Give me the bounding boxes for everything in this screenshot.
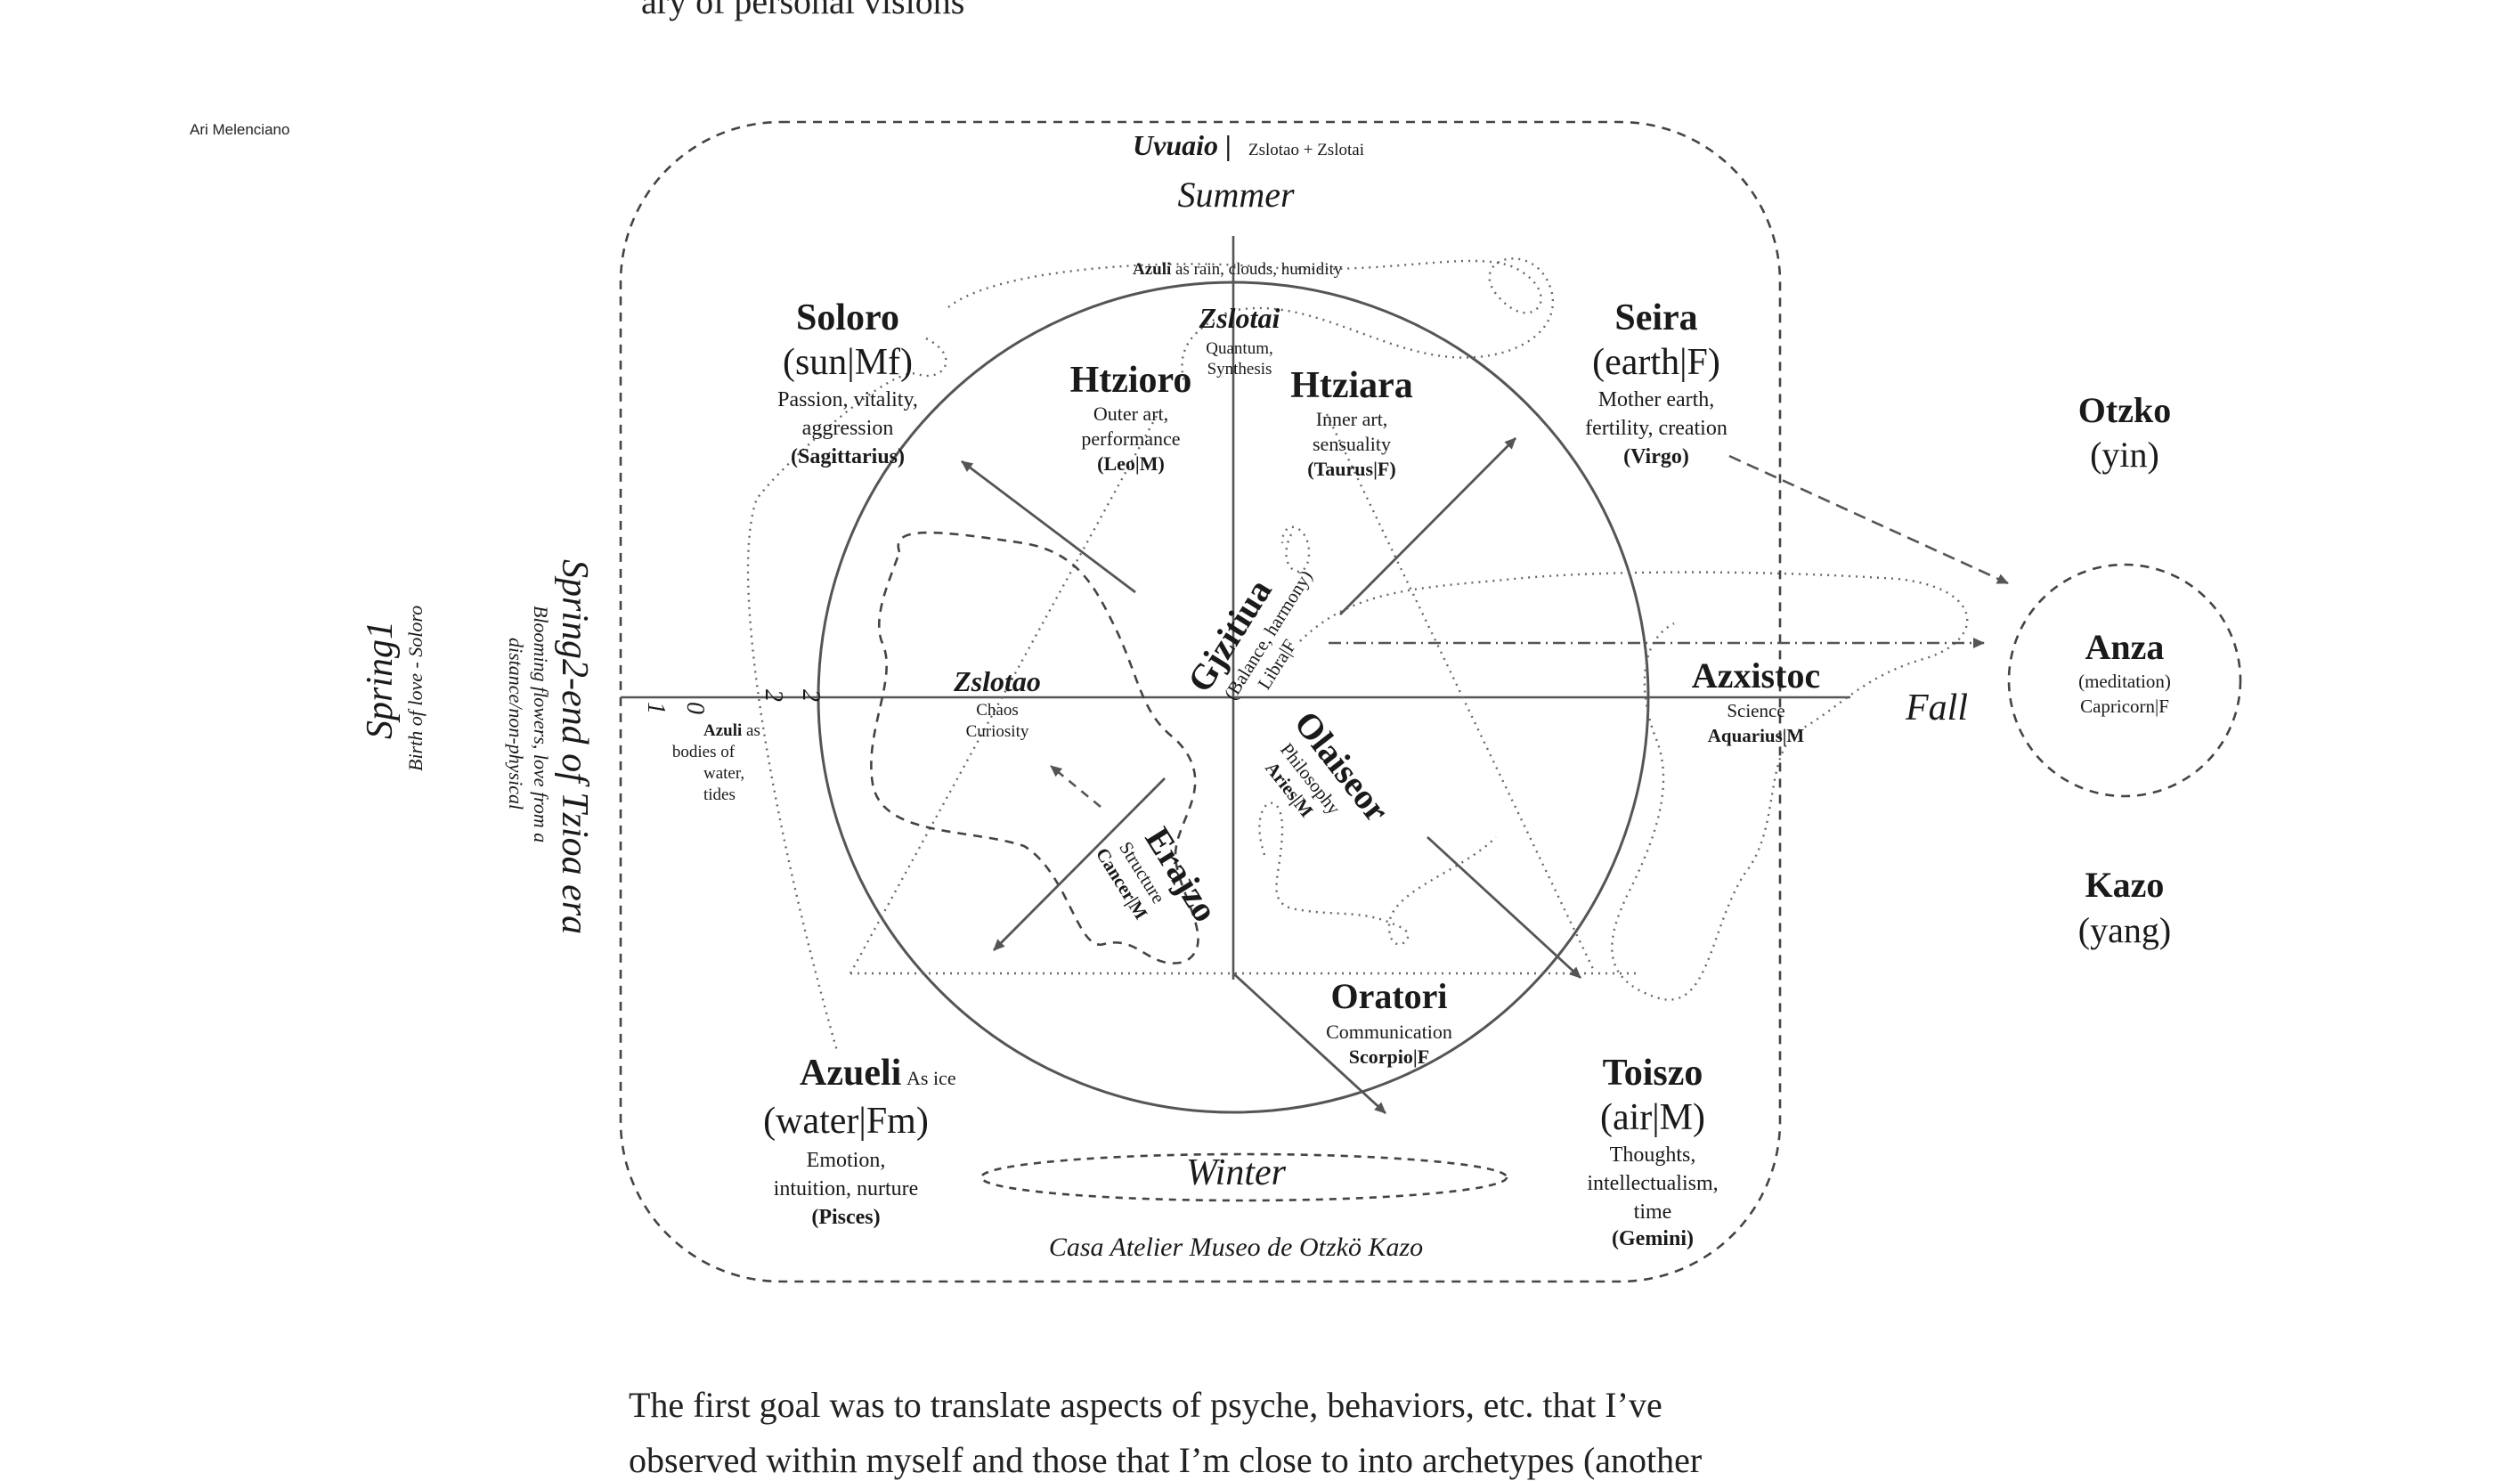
seira-name: Seira — [1614, 297, 1697, 338]
toiszo-desc1: Thoughts, — [1610, 1143, 1696, 1167]
season-winter: Winter — [1186, 1152, 1287, 1193]
oratori-desc: Communication — [1326, 1021, 1452, 1043]
outer-frame — [619, 120, 1782, 1283]
spring1-sub: Birth of love - Soloro — [404, 606, 427, 771]
azuli-top: Azuli as rain, clouds, humidity — [1133, 260, 1343, 279]
zslotao-desc1: Chaos — [976, 701, 1019, 720]
toiszo-desc3: time — [1634, 1200, 1672, 1224]
azuli-left-l2: bodies of — [672, 743, 736, 761]
zslotai-desc1: Quantum, — [1206, 339, 1272, 358]
season-fall: Fall — [1905, 688, 1968, 728]
azueli-name: Azueli — [800, 1053, 902, 1094]
zslotao-name: Zslotao — [953, 665, 1041, 697]
otzko-name: Otzko — [2078, 390, 2171, 430]
anza-desc1: (meditation) — [2078, 671, 2171, 692]
spring2-sub2: distance/non-physical — [505, 638, 527, 810]
seira-desc1: Mother earth, — [1598, 388, 1715, 411]
arrow-htziara — [1339, 437, 1516, 615]
arrow-oratori — [1232, 972, 1386, 1115]
left-letter-1: 1 — [642, 702, 670, 714]
zslotao-desc2: Curiosity — [966, 722, 1029, 741]
azueli-desc2: intuition, nurture — [774, 1177, 919, 1200]
anza-desc2: Capricorn|F — [2080, 696, 2169, 717]
arrow-zslotao — [1050, 764, 1101, 809]
dotted-curve-low — [1258, 802, 1497, 946]
kazo-name: Kazo — [2085, 865, 2165, 905]
header-title: Uvuaio | — [1133, 129, 1232, 161]
toiszo-sign: (Gemini) — [1612, 1227, 1694, 1250]
left-letter-2: 0 — [681, 702, 709, 714]
azueli-extra: As ice — [906, 1067, 956, 1089]
toiszo-name: Toiszo — [1603, 1053, 1703, 1094]
zslotai-name: Zslotai — [1199, 302, 1280, 334]
azxistoc-desc: Science — [1727, 700, 1784, 721]
arrow-htzioro — [961, 460, 1136, 594]
left-letter-4: 2 — [797, 689, 825, 702]
toiszo-sub: (air|M) — [1600, 1097, 1705, 1138]
season-summer: Summer — [1177, 175, 1295, 215]
author-credit: Ari Melenciano — [190, 121, 290, 138]
htziara-desc1: Inner art, — [1316, 408, 1388, 430]
winter-ellipse — [980, 1152, 1508, 1202]
azueli-sign: (Pisces) — [811, 1206, 880, 1229]
azxistoc-sign: Aquarius|M — [1708, 725, 1805, 746]
paragraph-line-2: observed within myself and those that I’… — [629, 1440, 1703, 1480]
azuli-left-l1: Azuli as — [703, 721, 760, 740]
dotted-line-right — [1325, 413, 1596, 972]
anza-name: Anza — [2085, 627, 2165, 667]
htzioro-desc1: Outer art, — [1093, 403, 1168, 425]
arrow-toiszo — [1427, 835, 1581, 980]
toiszo-desc2: intellectualism, — [1587, 1172, 1718, 1195]
arrow-seira-anza — [1728, 454, 2009, 585]
zslotai-desc2: Synthesis — [1207, 360, 1272, 378]
spring2-sub1: Blooming flowers, love from a — [530, 606, 552, 842]
seira-sub: (earth|F) — [1592, 342, 1720, 383]
diagram-footer: Casa Atelier Museo de Otzkö Kazo — [1049, 1233, 1423, 1262]
azueli-desc1: Emotion, — [807, 1149, 886, 1172]
otzko-sub: (yin) — [2090, 435, 2159, 475]
azxistoc-name: Azxistoc — [1692, 655, 1820, 696]
seira-desc2: fertility, creation — [1585, 417, 1727, 440]
htziara-sign: (Taurus|F) — [1307, 458, 1395, 480]
dotted-curve-mid — [1299, 571, 1969, 1001]
paragraph-line-1: The first goal was to translate aspects … — [629, 1385, 1662, 1425]
azueli-sub: (water|Fm) — [763, 1101, 929, 1142]
header-subtitle: Zslotao + Zslotai — [1248, 141, 1364, 159]
oratori-name: Oratori — [1330, 976, 1447, 1016]
htzioro-sign: (Leo|M) — [1097, 452, 1165, 475]
kazo-sub: (yang) — [2078, 910, 2171, 950]
oratori-sign: Scorpio|F — [1349, 1046, 1429, 1068]
htzioro-desc2: performance — [1081, 427, 1180, 450]
soloro-name: Soloro — [796, 297, 899, 338]
htziara-desc2: sensuality — [1313, 433, 1391, 455]
left-letter-3: 2 — [760, 689, 787, 702]
soloro-sub: (sun|Mf) — [783, 342, 913, 383]
dotted-curve-small — [1280, 525, 1311, 573]
anza-circle — [2007, 563, 2242, 798]
top-text-fragment: ary of personal visions — [641, 0, 965, 21]
arrow-erajzo — [993, 777, 1166, 951]
htzioro-name: Htzioro — [1070, 360, 1192, 401]
spring1-label: Spring1 — [360, 621, 401, 739]
spring2-label: Spring2-end of Tzioa era — [554, 559, 595, 934]
htziara-name: Htziara — [1290, 365, 1413, 406]
azuli-left-l4: tides — [703, 785, 736, 804]
soloro-desc1: Passion, vitality, — [777, 388, 918, 411]
seira-sign: (Virgo) — [1623, 445, 1689, 468]
soloro-desc2: aggression — [802, 417, 894, 440]
soloro-sign: (Sagittarius) — [791, 445, 905, 468]
azuli-left-l3: water, — [703, 764, 744, 783]
